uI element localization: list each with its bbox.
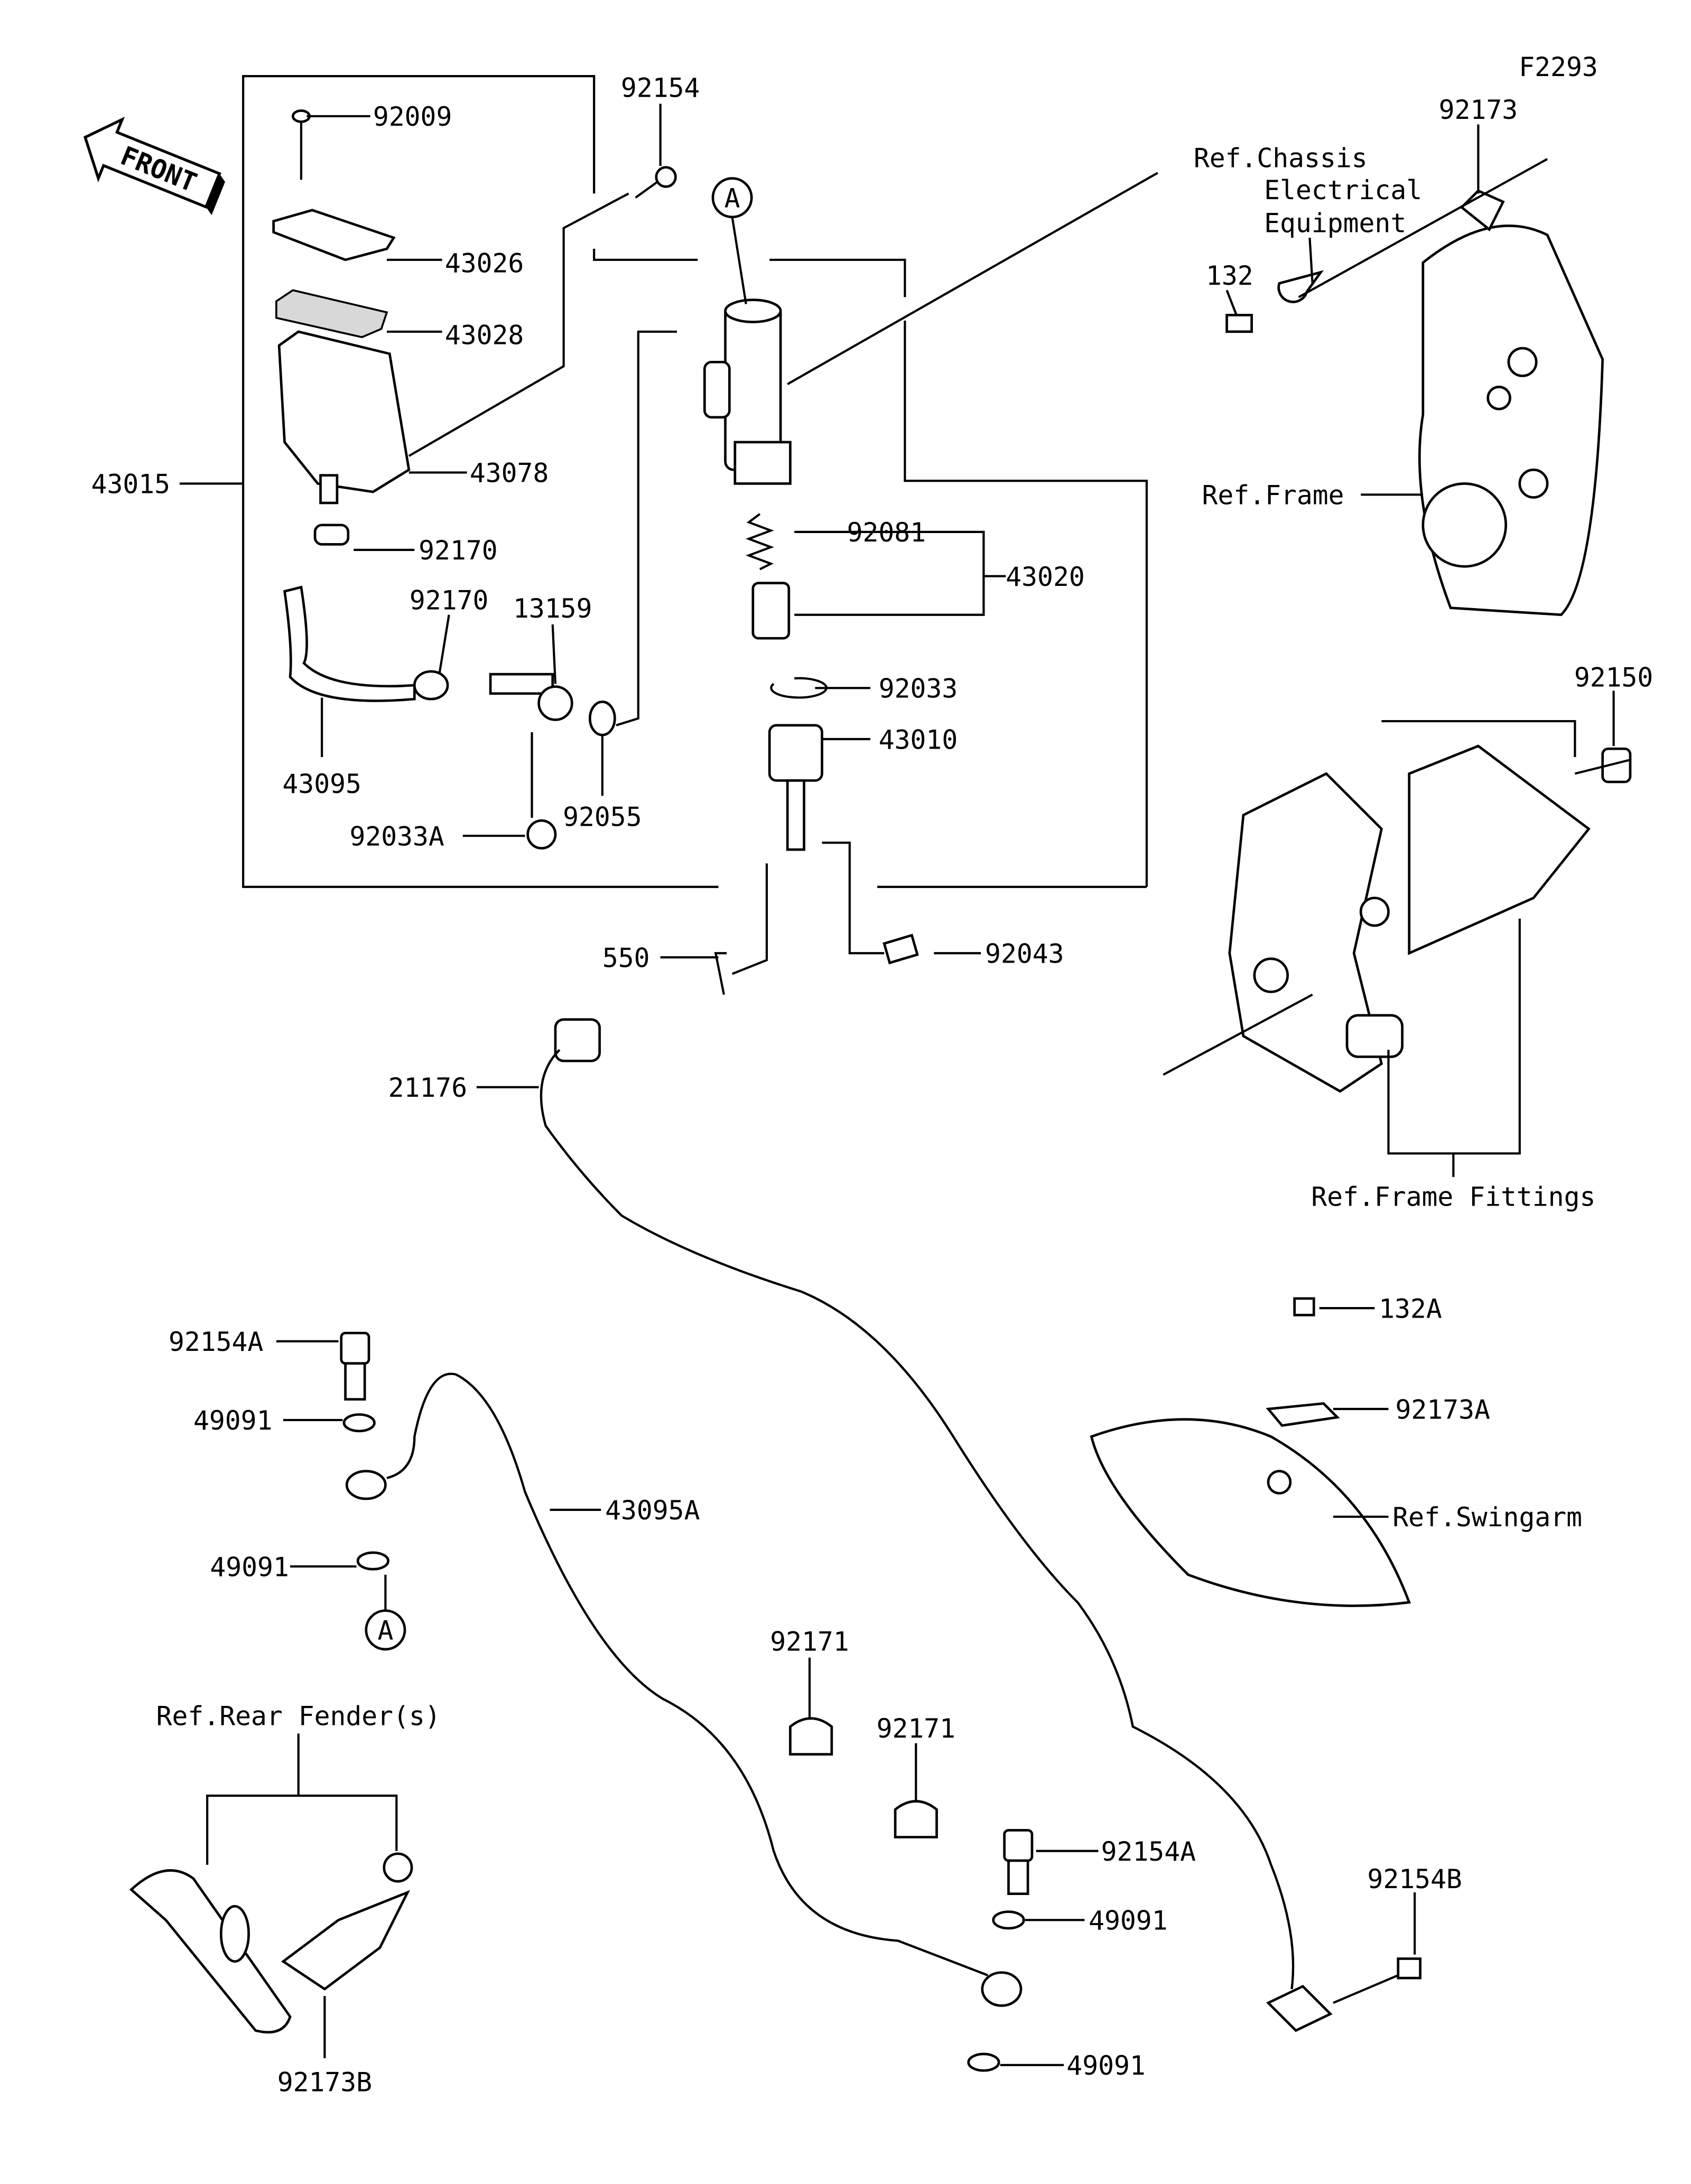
master-cylinder <box>703 298 919 995</box>
label-43010: 43010 <box>879 724 958 755</box>
bolt-92154 <box>635 104 677 199</box>
label-92081: 92081 <box>847 517 926 548</box>
label-92173: 92173 <box>1439 95 1518 125</box>
part-labels: 92154 92009 92173 Ref.Chassis Electrical… <box>91 72 1653 2097</box>
callout-a-bottom-label: A <box>377 1616 393 1646</box>
label-92055: 92055 <box>563 802 642 833</box>
label-92154A-top: 92154A <box>169 1327 263 1357</box>
label-ref-chassis-equipment: Equipment <box>1264 208 1406 239</box>
label-43095: 43095 <box>282 769 361 799</box>
clamp-92171-b <box>894 1800 938 1838</box>
label-43095A: 43095A <box>605 1495 700 1526</box>
label-49091-d: 49091 <box>1066 2050 1145 2081</box>
label-92009: 92009 <box>373 101 452 132</box>
rear-fender <box>129 1852 413 2033</box>
reservoir-parts <box>272 109 616 850</box>
clamp-92171-a <box>789 1717 833 1756</box>
label-92171-a: 92171 <box>770 1627 849 1657</box>
bolt-92154B <box>1397 1957 1421 1980</box>
label-92033A: 92033A <box>349 821 444 852</box>
swingarm <box>1090 1297 1411 1607</box>
label-92154: 92154 <box>621 72 700 103</box>
label-92173B: 92173B <box>277 2067 372 2098</box>
label-43026: 43026 <box>445 248 524 278</box>
footrest-bracket <box>1228 744 1632 1093</box>
label-ref-frame-fittings: Ref.Frame Fittings <box>1311 1182 1595 1212</box>
label-ref-frame: Ref.Frame <box>1202 480 1344 511</box>
label-92033: 92033 <box>879 674 958 704</box>
label-92170-b: 92170 <box>410 585 488 615</box>
label-49091-a: 49091 <box>193 1405 272 1436</box>
label-92154B: 92154B <box>1367 1864 1462 1894</box>
frame-bracket <box>1225 189 1604 617</box>
label-49091-c: 49091 <box>1089 1906 1167 1936</box>
front-arrow-icon: FRONT <box>83 116 225 216</box>
label-49091-b: 49091 <box>210 1552 289 1582</box>
label-ref-swingarm: Ref.Swingarm <box>1392 1502 1582 1533</box>
label-ref-chassis-electrical: Electrical <box>1264 175 1422 206</box>
label-ref-rear-fender: Ref.Rear Fender(s) <box>156 1701 441 1732</box>
hose-21176 <box>540 1018 1333 2032</box>
label-21176: 21176 <box>388 1072 467 1103</box>
label-92150: 92150 <box>1574 662 1653 693</box>
assembly-box <box>242 75 719 888</box>
label-43020: 43020 <box>1006 562 1084 592</box>
label-550: 550 <box>602 942 650 973</box>
label-13159: 13159 <box>513 593 592 624</box>
label-43078: 43078 <box>470 458 549 489</box>
label-92154A-bottom: 92154A <box>1101 1836 1196 1867</box>
callout-a-top-label: A <box>724 183 740 213</box>
label-92043: 92043 <box>985 939 1064 969</box>
label-43028: 43028 <box>445 320 524 350</box>
diagram-id: F2293 <box>1519 52 1597 82</box>
label-43015: 43015 <box>91 469 170 500</box>
label-92171-b: 92171 <box>877 1713 955 1744</box>
label-92170-a: 92170 <box>419 535 497 566</box>
label-132: 132 <box>1206 260 1253 291</box>
label-ref-chassis: Ref.Chassis <box>1194 143 1368 174</box>
label-92173A: 92173A <box>1396 1394 1490 1425</box>
hose-43095A <box>340 1331 1034 2072</box>
label-132A: 132A <box>1379 1293 1442 1324</box>
